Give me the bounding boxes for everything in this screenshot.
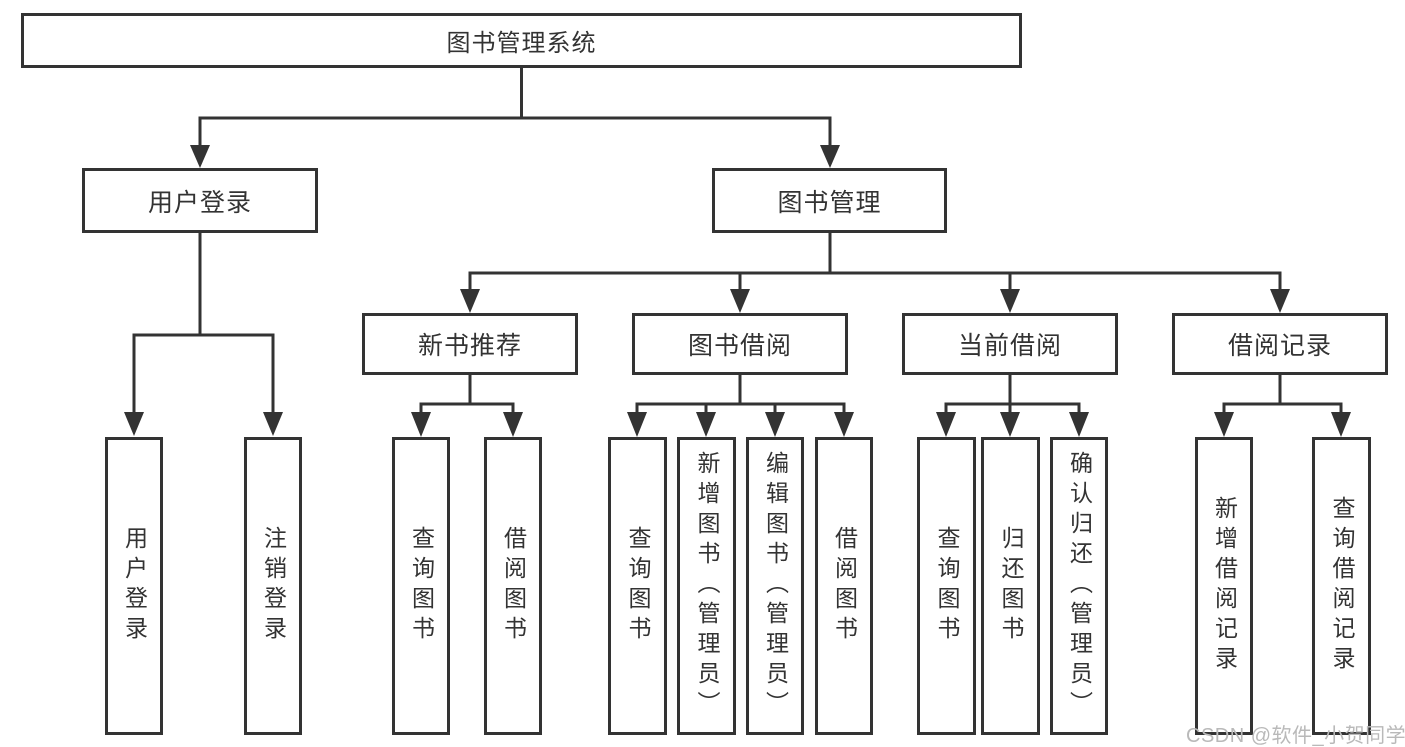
node-book-borrow: 图书借阅 [632, 313, 848, 375]
connector-bookmgmt-to-level3 [460, 233, 1290, 313]
leaf-br-query-record: 查询借阅记录 [1312, 437, 1371, 735]
csdn-watermark: CSDN @软件_小贺同学 [1186, 725, 1405, 747]
leaf-bb-query-books: 查询图书 [608, 437, 667, 735]
leaf-nb-query-books: 查询图书 [392, 437, 450, 735]
connector-currentborrow-to-leaves [936, 375, 1089, 437]
leaf-nb-query-books-label: 查询图书 [408, 526, 435, 646]
node-new-book-recommend-label: 新书推荐 [417, 332, 522, 360]
leaf-br-query-record-label: 查询借阅记录 [1329, 496, 1355, 676]
leaf-bb-query-books-label: 查询图书 [625, 526, 651, 646]
leaf-br-add-record-label: 新增借阅记录 [1211, 496, 1238, 676]
connector-borrowrecords-to-leaves [1214, 375, 1351, 437]
leaf-bb-edit-books-label: 编辑图书（管理员） [762, 451, 789, 721]
node-new-book-recommend: 新书推荐 [362, 313, 578, 375]
leaf-nb-borrow-books: 借阅图书 [484, 437, 542, 735]
connector-root-to-level2 [190, 68, 840, 168]
leaf-bb-borrow-books: 借阅图书 [815, 437, 873, 735]
connector-newbooks-to-leaves [411, 375, 523, 437]
leaf-logout-label: 注销登录 [260, 526, 287, 646]
connector-userlogin-to-leaves [124, 233, 283, 436]
leaf-user-login-label: 用户登录 [121, 526, 148, 646]
node-user-login-label: 用户登录 [147, 188, 252, 217]
leaf-cb-confirm-return: 确认归还（管理员） [1050, 437, 1108, 735]
leaf-bb-edit-books: 编辑图书（管理员） [746, 437, 804, 735]
leaf-user-login: 用户登录 [105, 437, 163, 735]
leaf-bb-add-books-label: 新增图书（管理员） [694, 451, 720, 721]
leaf-cb-confirm-return-label: 确认归还（管理员） [1066, 451, 1093, 721]
node-borrow-records-label: 借阅记录 [1227, 332, 1332, 360]
node-user-login: 用户登录 [82, 168, 318, 233]
node-root: 图书管理系统 [21, 13, 1022, 68]
node-book-management: 图书管理 [712, 168, 947, 233]
node-current-borrow: 当前借阅 [902, 313, 1118, 375]
leaf-nb-borrow-books-label: 借阅图书 [500, 526, 527, 646]
leaf-bb-borrow-books-label: 借阅图书 [831, 526, 858, 646]
leaf-cb-query-books: 查询图书 [917, 437, 976, 735]
node-book-management-label: 图书管理 [777, 188, 882, 217]
leaf-cb-query-books-label: 查询图书 [934, 526, 960, 646]
node-borrow-records: 借阅记录 [1172, 313, 1388, 375]
leaf-br-add-record: 新增借阅记录 [1195, 437, 1253, 735]
leaf-cb-return-books-label: 归还图书 [998, 526, 1024, 646]
node-current-borrow-label: 当前借阅 [957, 332, 1062, 360]
leaf-bb-add-books: 新增图书（管理员） [677, 437, 736, 735]
leaf-logout: 注销登录 [244, 437, 302, 735]
node-root-label: 图书管理系统 [446, 30, 597, 57]
node-book-borrow-label: 图书借阅 [687, 332, 792, 360]
leaf-cb-return-books: 归还图书 [981, 437, 1040, 735]
connector-bookborrow-to-leaves [627, 375, 854, 437]
